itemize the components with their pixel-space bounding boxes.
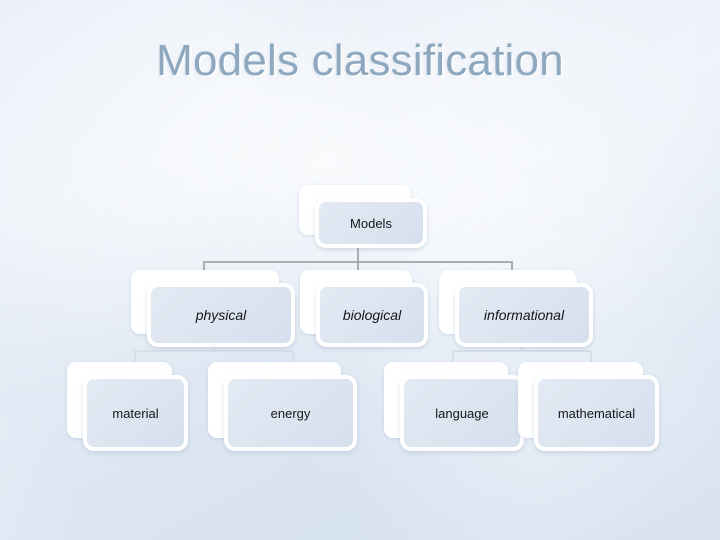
node-informational[interactable]: informational xyxy=(439,270,593,347)
node-card[interactable]: material xyxy=(83,375,188,451)
connector-drop-mathematical xyxy=(590,350,592,363)
node-label: physical xyxy=(195,307,247,323)
connector-drop-informational xyxy=(511,261,513,273)
connector-drop-biological xyxy=(357,261,359,273)
node-mathematical[interactable]: mathematical xyxy=(518,362,659,451)
node-biological[interactable]: biological xyxy=(300,270,428,347)
node-label: biological xyxy=(342,307,402,323)
node-language[interactable]: language xyxy=(384,362,524,451)
node-models[interactable]: Models xyxy=(299,185,427,248)
connector-drop-language xyxy=(452,350,454,363)
node-label: mathematical xyxy=(557,405,636,421)
connector-models-stem xyxy=(357,247,359,262)
node-card[interactable]: energy xyxy=(224,375,357,451)
node-card[interactable]: biological xyxy=(316,283,428,347)
connector-informational-bar xyxy=(452,350,592,352)
node-card[interactable]: Models xyxy=(315,198,427,248)
connector-drop-energy xyxy=(292,350,294,363)
node-label: language xyxy=(435,405,489,421)
node-label: informational xyxy=(483,307,565,323)
node-label: Models xyxy=(350,215,392,231)
node-energy[interactable]: energy xyxy=(208,362,357,451)
node-card[interactable]: language xyxy=(400,375,524,451)
node-card[interactable]: physical xyxy=(147,283,295,347)
node-card[interactable]: mathematical xyxy=(534,375,659,451)
page-title: Models classification xyxy=(156,36,564,85)
node-label: material xyxy=(112,405,159,421)
node-label: energy xyxy=(270,405,311,421)
node-card[interactable]: informational xyxy=(455,283,593,347)
connector-physical-bar xyxy=(134,350,294,352)
connector-drop-physical xyxy=(203,261,205,273)
connector-drop-material xyxy=(134,350,136,363)
node-material[interactable]: material xyxy=(67,362,188,451)
node-physical[interactable]: physical xyxy=(131,270,295,347)
